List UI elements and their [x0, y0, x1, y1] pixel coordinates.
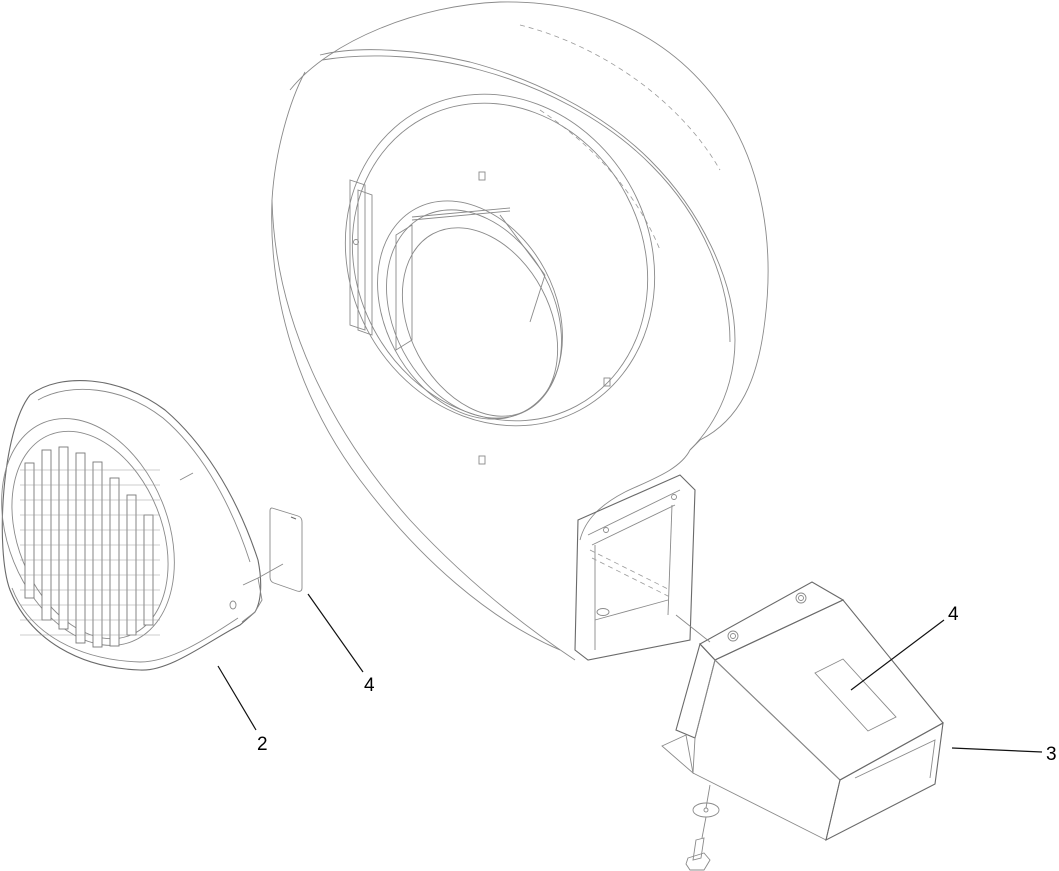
leader-2 [217, 665, 257, 731]
decal-cover [269, 507, 303, 592]
blower-housing [271, 1, 769, 661]
grille-slats [24, 446, 154, 648]
callout-label-3: 3 [1046, 744, 1057, 765]
leader-3 [951, 747, 1043, 753]
decal-chute [814, 658, 897, 732]
grille-cover [1, 380, 263, 671]
washer [692, 802, 720, 818]
leader-4-cover [307, 593, 364, 673]
assembly-line-chute [675, 614, 711, 643]
callout-label-2: 2 [257, 734, 268, 755]
outlet-chute [661, 581, 944, 842]
grille-hatching [20, 469, 160, 636]
leader-4-chute [850, 619, 945, 691]
bolt [685, 784, 711, 871]
assembly-line-cover [257, 563, 284, 579]
callout-label-4-cover: 4 [364, 675, 375, 696]
callout-label-4-chute: 4 [948, 604, 959, 625]
